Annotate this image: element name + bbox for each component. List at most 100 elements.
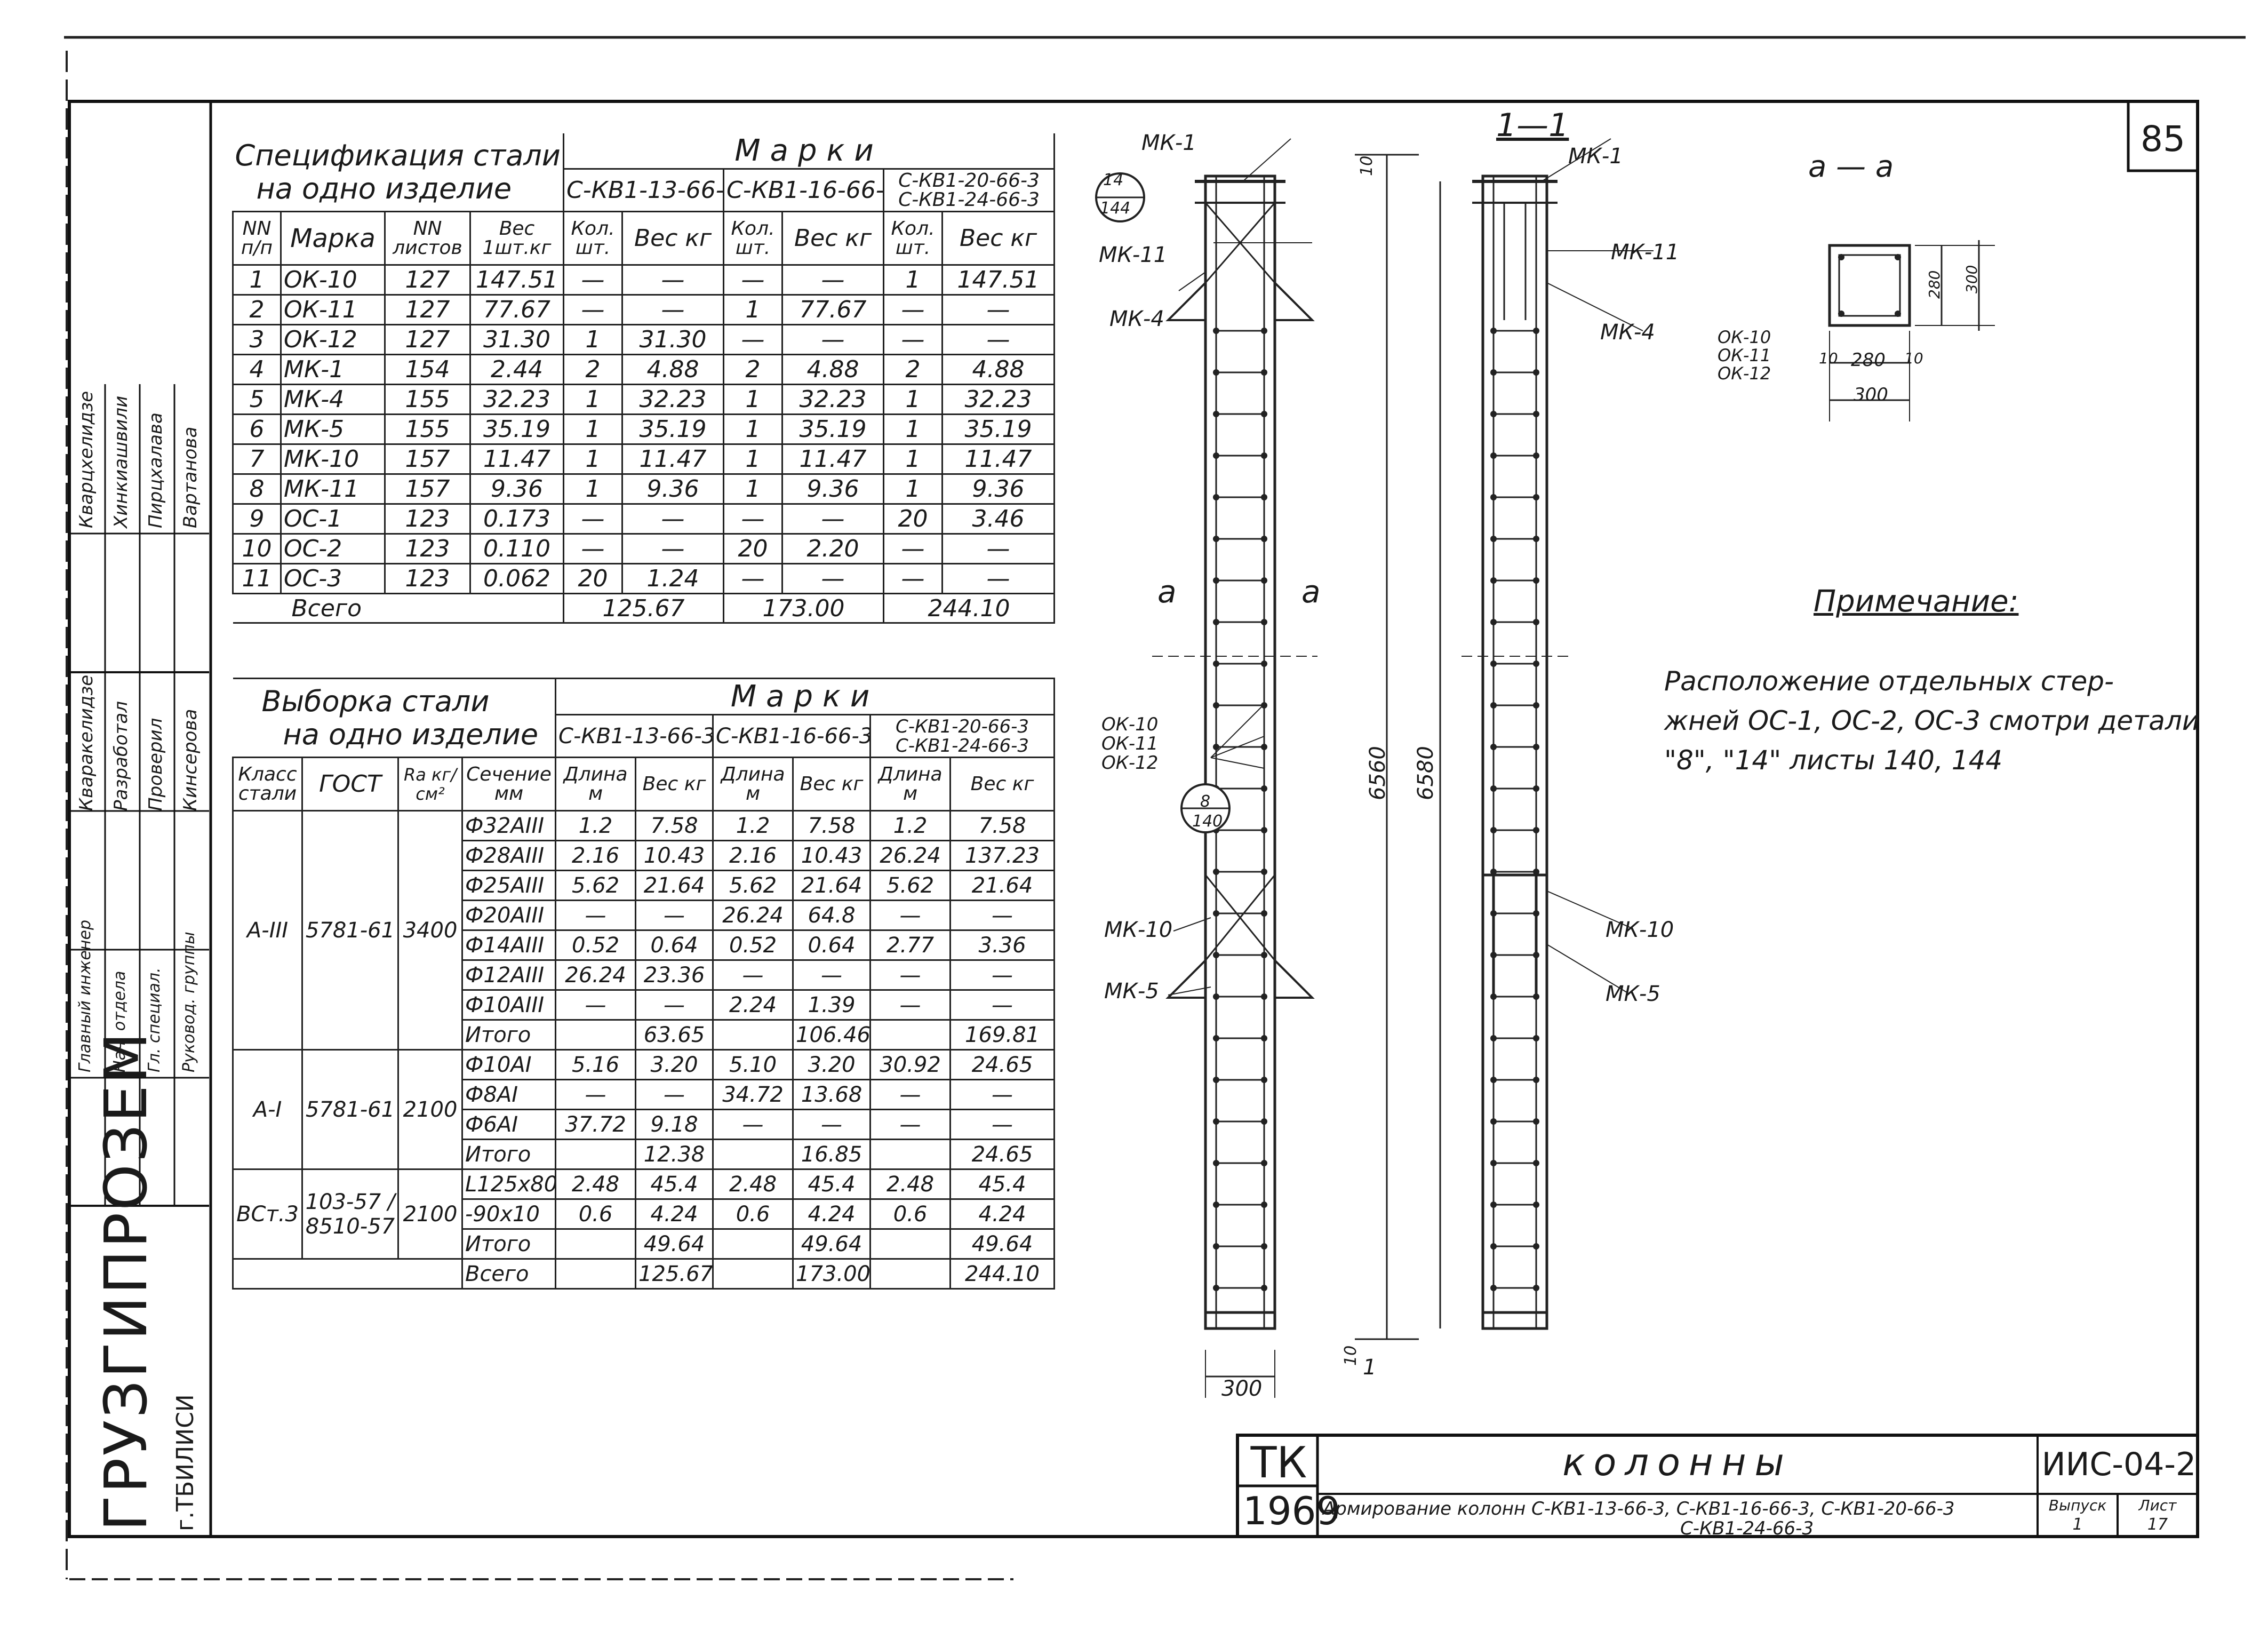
rebar-dot — [1261, 328, 1267, 334]
rebar-dot — [1533, 1035, 1539, 1041]
rebar-dot — [1261, 536, 1267, 542]
stamp-cell: Кваракелидзе — [76, 674, 97, 811]
steel-cell: Ф8АI — [461, 1079, 557, 1110]
spec-cell: 20 — [723, 533, 784, 564]
steel-cell: 49.64 — [635, 1228, 714, 1260]
spec-col-header: Вес кг — [781, 211, 885, 266]
steel-cell: 24.65 — [949, 1049, 1056, 1080]
title-sub-1: Армирование колонн С-КВ1-13-66-3, С-КВ1-… — [1323, 1498, 1955, 1519]
section-a-right: а — [1301, 574, 1321, 610]
rebar-dot — [1533, 827, 1539, 833]
steel-empty — [232, 1258, 463, 1290]
steel-cell: — — [869, 1079, 952, 1110]
spec-cell: — — [723, 324, 784, 355]
section-aa-drawing — [1828, 240, 1995, 421]
steel-cell: 5.62 — [869, 870, 952, 901]
steel-cell: 1.2 — [555, 810, 637, 841]
steel-class-cell: 2100 — [397, 1049, 463, 1170]
left-stamp: Кварцхелидзе Хинкиашвили Пирцхалава Варт… — [70, 384, 209, 1537]
spec-cell: — — [941, 294, 1056, 325]
spec-cell: — — [781, 264, 885, 296]
spec-cell: — — [723, 563, 784, 594]
spec-cell: — — [883, 324, 944, 355]
title-series: ИИС-04-2 — [2041, 1446, 2197, 1483]
spec-cell: 1 — [563, 443, 624, 475]
stamp-cell: Руковод. группы — [180, 932, 198, 1072]
steel-col-header: Ra кг/см² — [397, 757, 463, 811]
steel-mark-2: С-КВ1-16-66-3 — [712, 714, 872, 758]
title-main: колонны — [1562, 1441, 1793, 1484]
spec-cell: 1 — [563, 473, 624, 505]
spec-col-header: Кол. шт. — [883, 211, 944, 266]
rebar-dot — [1533, 1202, 1539, 1208]
aa-dim-300: 300 — [1854, 384, 1888, 405]
label-ok11: ОК-11 — [1101, 733, 1159, 754]
spec-cell: 3 — [232, 324, 282, 355]
page-number: 85 — [2141, 118, 2185, 160]
steel-cell: 7.58 — [792, 810, 872, 841]
steel-cell: Ф25АIII — [461, 870, 557, 901]
note-line-3: "8", "14" листы 140, 144 — [1664, 745, 2003, 776]
spec-cell: 7 — [232, 443, 282, 475]
steel-cell: 2.48 — [712, 1168, 794, 1200]
spec-cell: — — [621, 294, 725, 325]
rebar-dot — [1533, 1243, 1539, 1250]
steel-cell: — — [555, 900, 637, 931]
steel-cell: 1.2 — [869, 810, 952, 841]
steel-col-header: Вес кг — [635, 757, 714, 811]
label-mk10-right: МК-10 — [1606, 918, 1674, 942]
steel-cell: 37.72 — [555, 1109, 637, 1140]
steel-cell: 2.16 — [712, 840, 794, 871]
label-ok-list: ОК-10 ОК-11 ОК-12 — [1101, 715, 1158, 773]
spec-cell: 35.19 — [781, 413, 885, 445]
rebar-dot — [1490, 952, 1497, 958]
rebar-dot — [1213, 536, 1219, 542]
spec-total-label: Всего — [233, 593, 565, 624]
rebar-dot — [1213, 661, 1219, 667]
ref1-bottom: 144 — [1100, 199, 1131, 218]
section-1-1-label: 1—1 — [1496, 107, 1569, 144]
spec-group-header: Марки — [563, 133, 1056, 170]
steel-title-1: Выборка стали — [261, 684, 490, 718]
rebar-dot — [1490, 452, 1497, 459]
steel-cell: — — [949, 959, 1056, 991]
spec-cell: 0.062 — [469, 563, 565, 594]
steel-cell: 9.18 — [635, 1109, 714, 1140]
spec-cell: 2 — [723, 354, 784, 385]
stamp-cell: Разработал — [110, 701, 132, 811]
steel-header-row: Класс стали ГОСТ Ra кг/см² Сечение мм Дл… — [232, 757, 1056, 811]
spec-cell: МК-4 — [280, 384, 386, 415]
spec-cell: 1 — [723, 473, 784, 505]
title-sheet-label: Лист — [2138, 1497, 2177, 1514]
ref1-top: 14 — [1103, 171, 1124, 189]
spec-cell: — — [563, 294, 624, 325]
spec-cell: 20 — [563, 563, 624, 594]
spec-cell: 11.47 — [781, 443, 885, 475]
spec-title-2: на одно изделие — [256, 171, 512, 205]
steel-cell: 12.38 — [635, 1139, 714, 1170]
rebar-dot — [1490, 328, 1497, 334]
steel-cell: Ф32АIII — [461, 810, 557, 841]
spec-cell: ОС-3 — [280, 563, 386, 594]
spec-cell: 1 — [563, 384, 624, 415]
rebar-dot — [1533, 328, 1539, 334]
steel-cell: 7.58 — [949, 810, 1056, 841]
title-issue: 1 — [2072, 1515, 2083, 1534]
stamp-city: г.ТБИЛИСИ — [172, 1394, 199, 1531]
spec-col-header: NN п/п — [232, 211, 282, 266]
rebar-dot — [1261, 452, 1267, 459]
steel-mark-3a: С-КВ1-20-66-3 — [895, 715, 1029, 737]
steel-cell: 5.10 — [712, 1049, 794, 1080]
spec-cell: — — [941, 563, 1056, 594]
steel-cell: 0.64 — [635, 929, 714, 961]
rebar-dot — [1533, 702, 1539, 709]
rebar-dot — [1261, 661, 1267, 667]
rebar-dot — [1261, 1160, 1267, 1166]
steel-cell: 1.39 — [792, 989, 872, 1021]
steel-col-header: Длина м — [555, 757, 637, 811]
